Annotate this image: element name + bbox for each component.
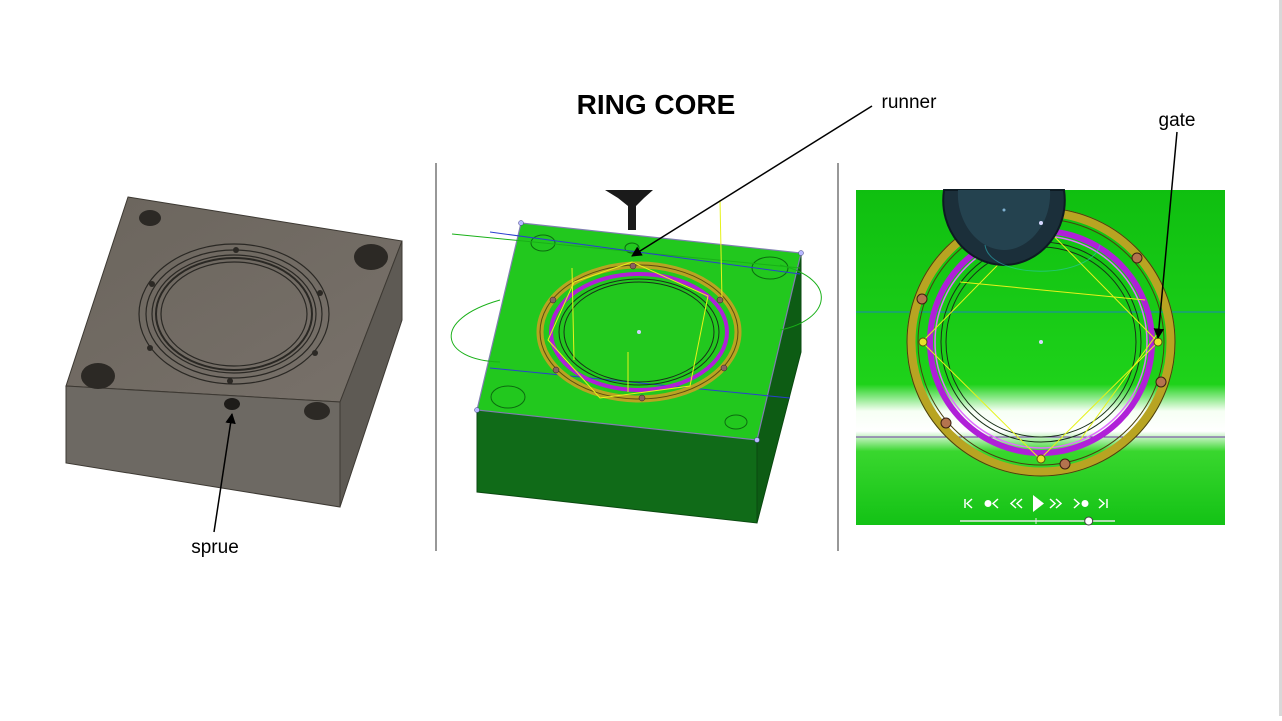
- bolt-hole: [139, 210, 161, 226]
- next-keyframe-button[interactable]: [1072, 496, 1090, 510]
- sprue-leader: [213, 412, 236, 533]
- rewind-button[interactable]: [1008, 496, 1024, 510]
- gate-leader: [1153, 131, 1178, 340]
- next-keyframe-icon: [1073, 498, 1089, 509]
- fast-forward-button[interactable]: [1048, 496, 1064, 510]
- gate-label: gate: [1159, 110, 1196, 131]
- bolt-hole: [354, 244, 388, 270]
- runner-ring: [549, 272, 729, 392]
- mold-block-grey: [65, 196, 403, 508]
- bolt-hole: [304, 402, 330, 420]
- previous-keyframe-button[interactable]: [982, 496, 1000, 510]
- skip-to-end-button[interactable]: [1096, 496, 1110, 510]
- runner-label: runner: [882, 92, 938, 113]
- fast-forward-icon: [1049, 498, 1063, 509]
- play-icon: [1033, 495, 1044, 512]
- play-button[interactable]: [1030, 494, 1044, 512]
- page-edge: [1279, 0, 1282, 716]
- previous-keyframe-icon: [984, 498, 999, 509]
- sprue-hole: [224, 398, 240, 410]
- rewind-icon: [1009, 498, 1023, 509]
- skip-to-start-icon: [964, 498, 973, 509]
- mold-right-face: [339, 240, 403, 508]
- playback-toolbar: [960, 494, 1115, 526]
- timeline-thumb[interactable]: [1084, 516, 1094, 526]
- gate-point: [1153, 337, 1163, 347]
- sprue-label: sprue: [191, 537, 239, 558]
- runner-leader: [631, 105, 873, 257]
- bolt-hole: [81, 363, 115, 389]
- zoom-viewport: [856, 189, 1225, 525]
- slide-title: RING CORE: [577, 89, 736, 120]
- timeline-slider[interactable]: [960, 516, 1115, 526]
- skip-to-end-icon: [1098, 498, 1108, 509]
- skip-to-start-button[interactable]: [962, 496, 976, 510]
- sprue-bushing: [605, 190, 653, 230]
- mold-front-face: [65, 385, 341, 508]
- mold-block-green: [450, 190, 822, 524]
